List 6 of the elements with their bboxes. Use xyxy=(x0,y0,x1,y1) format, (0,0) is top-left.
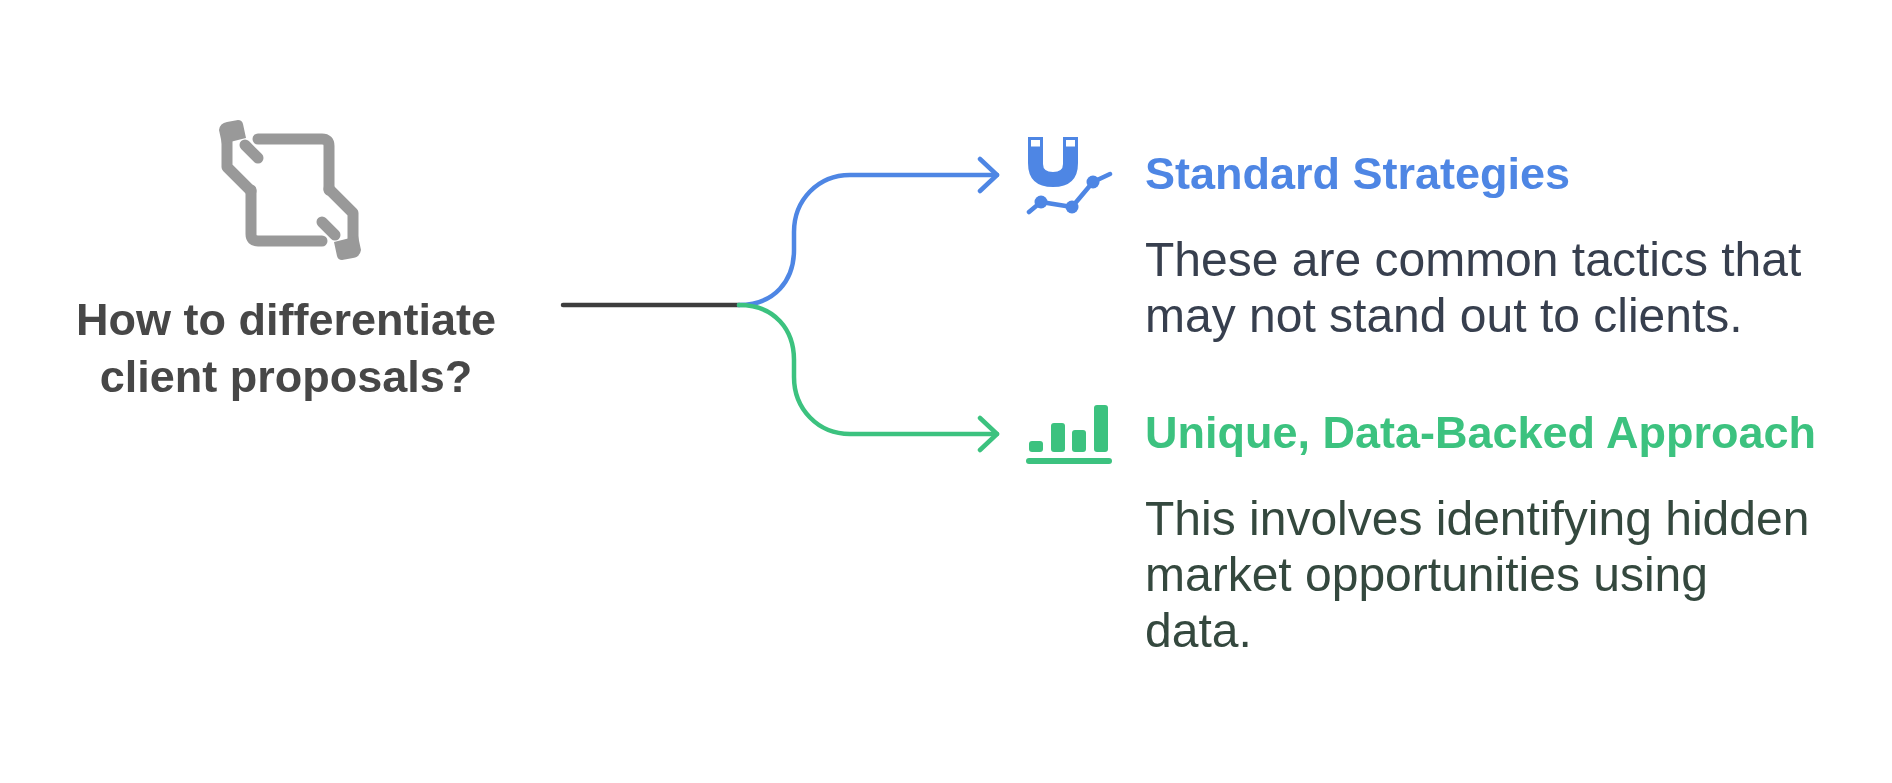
branch-heading: Standard Strategies xyxy=(1145,147,1572,201)
arrow xyxy=(736,302,1000,453)
branch-description: This involves identifying hidden market opportunities using data. xyxy=(1145,491,1811,659)
branch-description: These are common tactics that may not stand out to clients. xyxy=(1145,232,1803,344)
branch-heading: Unique, Data-Backed Approach xyxy=(1145,406,1817,460)
question-text: How to differentiate client proposals? xyxy=(75,293,497,404)
